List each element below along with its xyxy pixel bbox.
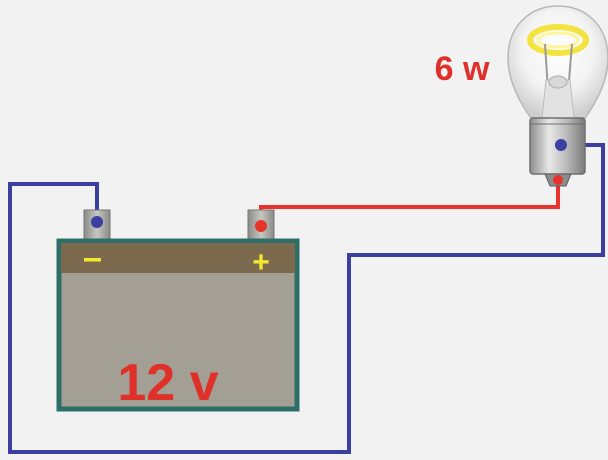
negative-symbol-bar [84,258,101,262]
stem-bead [548,75,568,89]
positive-wire [259,180,560,226]
bulb-positive-dot [553,175,563,185]
bulb-power-label: 6 w [435,50,490,88]
filament-glow [527,24,589,56]
filament-core [536,31,580,49]
negative-terminal-dot [91,216,103,228]
negative-wire [8,143,605,454]
positive-terminal-dot [255,220,267,232]
bulb-negative-dot [555,139,567,151]
battery-voltage-label: 12 v [117,354,218,412]
positive-symbol: + [252,246,270,279]
